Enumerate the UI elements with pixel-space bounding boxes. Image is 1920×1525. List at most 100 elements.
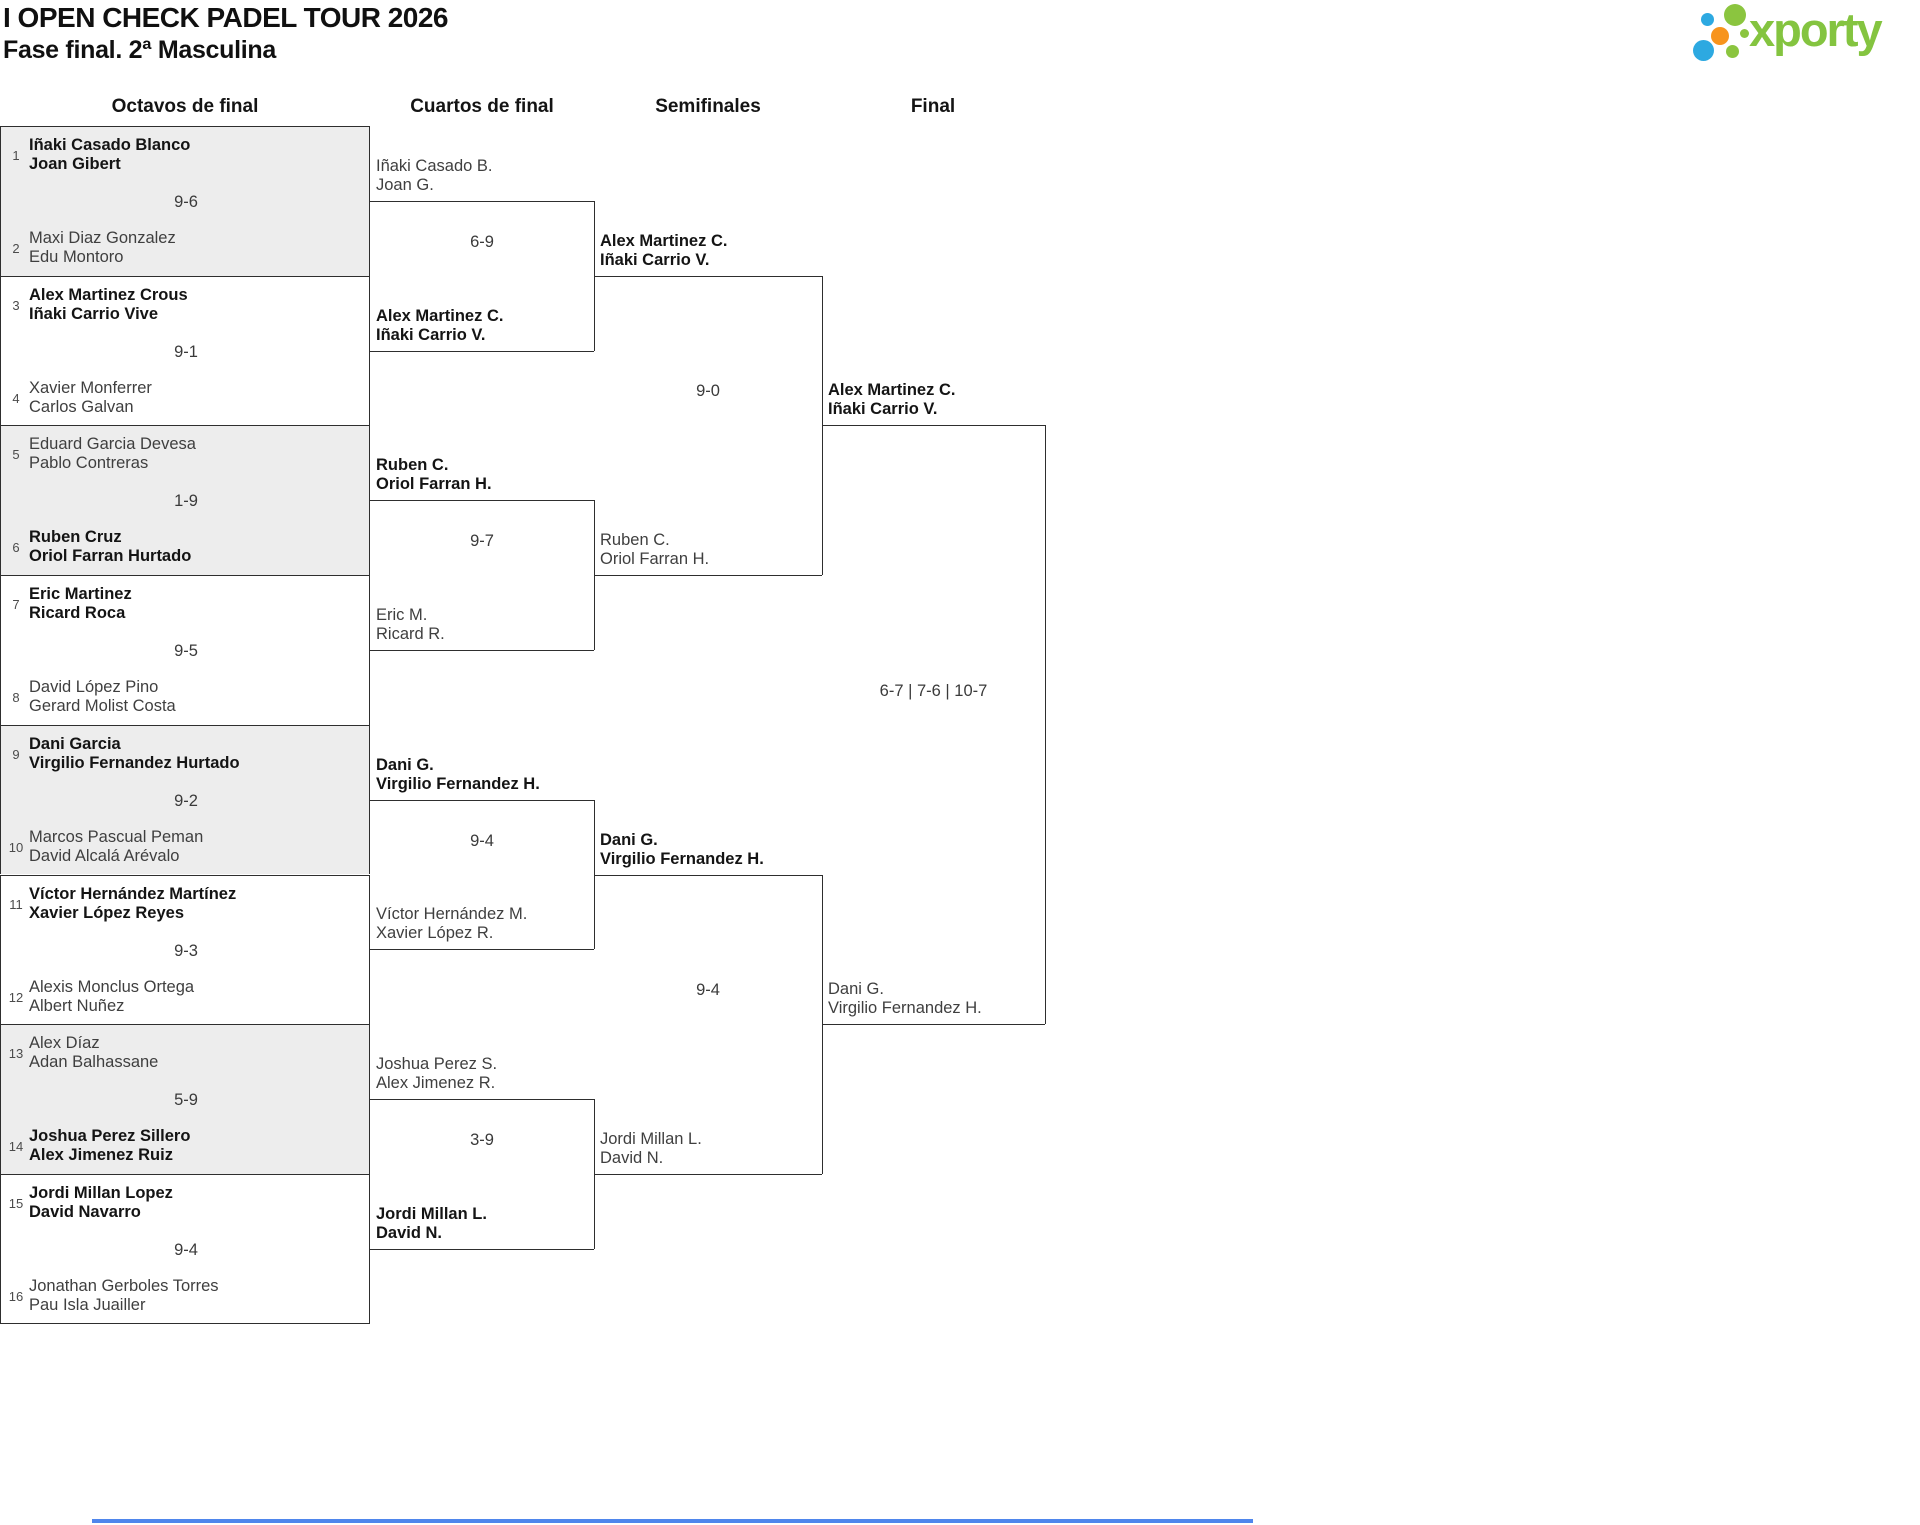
match-score: 9-4	[470, 831, 494, 850]
team-name: Oriol Farran H.	[376, 475, 492, 494]
team-name: Jonathan Gerboles Torres	[29, 1276, 219, 1295]
team-entry: Dani G.Virgilio Fernandez H.	[376, 756, 540, 794]
team-name: Alex Martinez C.	[376, 306, 504, 325]
entry-underline	[594, 275, 822, 277]
round-header-1: Octavos de final	[111, 96, 259, 117]
seed-number: 7	[12, 597, 20, 613]
team-name: Xavier López Reyes	[29, 903, 184, 922]
team-name: Iñaki Carrio Vive	[29, 304, 159, 323]
team-name: Alex Martinez C.	[828, 381, 956, 400]
team-name: Ruben C.	[376, 456, 449, 475]
team-name: Ricard R.	[376, 624, 445, 643]
team-name: Albert Nuñez	[29, 996, 125, 1015]
seed-number: 10	[8, 839, 24, 855]
team-name: Xavier López R.	[376, 924, 494, 943]
match-score: 6-9	[470, 232, 494, 251]
entry-underline	[822, 425, 1045, 427]
team-entry: Iñaki Casado B.Joan G.	[376, 157, 492, 195]
match-score: 9-0	[696, 382, 720, 401]
match-score: 9-6	[174, 193, 198, 211]
match-score: 9-3	[174, 941, 198, 960]
round-header-3: Semifinales	[655, 96, 761, 117]
seed-number: 12	[8, 989, 24, 1005]
team-name: Ricard Roca	[29, 604, 126, 623]
entry-underline	[822, 1024, 1045, 1026]
team-entry: Alex Martinez C.Iñaki Carrio V.	[828, 381, 955, 419]
team-name: Jordi Millan L.	[600, 1129, 702, 1148]
seed-number: 11	[9, 896, 23, 912]
team-name: Jordi Millan L.	[376, 1204, 487, 1223]
team-entry: Ruben C.Oriol Farran H.	[600, 531, 709, 569]
team-name: Maxi Diaz Gonzalez	[29, 229, 176, 247]
team-name: Alex Jimenez Ruiz	[29, 1146, 173, 1165]
team-name: Dani G.	[376, 755, 434, 774]
match-score: 5-9	[174, 1091, 198, 1110]
team-name: Xavier Monferrer	[29, 378, 152, 397]
round-header-2: Cuartos de final	[410, 96, 554, 117]
team-name: Carlos Galvan	[29, 397, 134, 416]
team-entry: Jordi Millan L.David N.	[376, 1205, 487, 1243]
seed-number: 13	[8, 1046, 24, 1062]
team-name: Edu Montoro	[29, 248, 124, 266]
match-score: 9-5	[174, 642, 198, 661]
logo-dot-icon	[1711, 27, 1729, 45]
team-name: David N.	[600, 1148, 664, 1167]
team-name: David Navarro	[29, 1202, 141, 1221]
bracket-connector	[594, 799, 595, 950]
entry-underline	[370, 1248, 594, 1250]
match-score: 9-7	[470, 532, 494, 551]
team-name: Jordi Millan Lopez	[29, 1183, 173, 1202]
team-name: Joan Gibert	[29, 155, 121, 173]
team-name: Dani G.	[828, 980, 884, 999]
seed-number: 2	[12, 241, 20, 256]
team-entry: Víctor Hernández M.Xavier López R.	[376, 905, 527, 943]
team-name: Ruben C.	[600, 531, 670, 550]
team-name: Iñaki Carrio V.	[376, 325, 486, 344]
seed-number: 14	[8, 1139, 24, 1155]
team-name: Oriol Farran H.	[600, 550, 710, 569]
team-name: Iñaki Casado B.	[376, 156, 493, 175]
team-name: Virgilio Fernandez H.	[376, 774, 540, 793]
team-entry: Jordi Millan L.David N.	[600, 1130, 702, 1168]
entry-underline	[594, 874, 822, 876]
xporty-logo[interactable]: xporty	[1685, 3, 1895, 68]
xporty-logo-text: xporty	[1749, 3, 1883, 56]
entry-underline	[370, 799, 594, 801]
team-entry: Eric M.Ricard R.	[376, 606, 445, 644]
logo-dot-icon	[1725, 44, 1739, 58]
team-name: Joan G.	[376, 175, 434, 194]
team-name: David López Pino	[29, 678, 159, 697]
team-name: David N.	[376, 1223, 443, 1242]
team-name: Ruben Cruz	[29, 528, 122, 547]
team-name: Pau Isla Juailler	[29, 1295, 146, 1314]
entry-underline	[370, 200, 594, 202]
match-score: 9-4	[696, 981, 720, 1000]
seed-number: 16	[8, 1288, 24, 1304]
team-entry: Ruben C.Oriol Farran H.	[376, 456, 492, 494]
match-score: 9-1	[174, 342, 198, 361]
team-entry: Alex Martinez C.Iñaki Carrio V.	[600, 232, 727, 270]
entry-underline	[370, 949, 594, 951]
team-entry: Alex Martinez C.Iñaki Carrio V.	[376, 307, 503, 345]
bracket-connector	[1045, 425, 1046, 1025]
team-name: Joshua Perez Sillero	[29, 1127, 191, 1146]
match-score: 3-9	[470, 1130, 494, 1149]
page-subtitle: Fase final. 2ª Masculina	[3, 36, 276, 64]
team-entry: Joshua Perez S.Alex Jimenez R.	[376, 1055, 497, 1093]
team-name: Virgilio Fernandez H.	[828, 999, 982, 1018]
